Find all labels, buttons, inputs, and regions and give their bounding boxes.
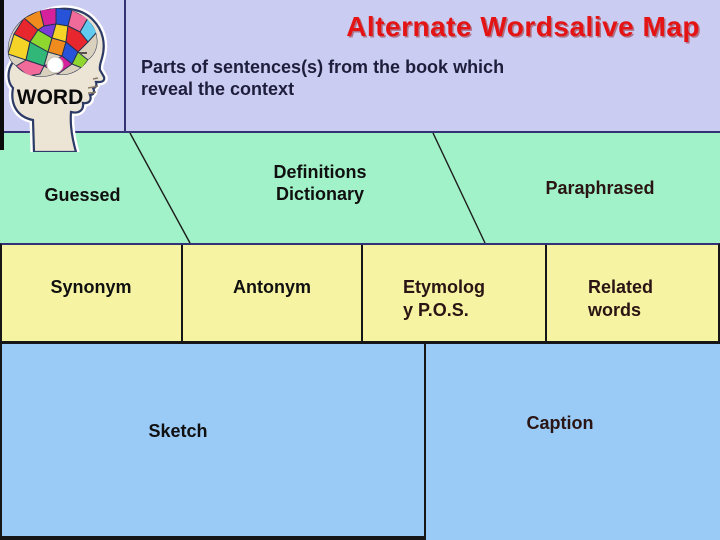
slide-title: Alternate Wordsalive Map — [346, 11, 700, 42]
definitions-line-2: Dictionary — [275, 184, 365, 204]
subtitle: Parts of sentences(s) from the book whic… — [141, 56, 504, 100]
header-divider-line — [124, 0, 126, 133]
blue-bottom-border — [0, 536, 426, 540]
brain-dot — [46, 56, 64, 74]
nostril-mark — [92, 77, 99, 80]
cell-related-words: Related words — [588, 276, 698, 322]
yellow-divider-1 — [181, 245, 183, 341]
etymology-line-1: Etymolog — [403, 277, 486, 297]
blue-band — [0, 341, 720, 540]
lips-mark — [87, 85, 99, 94]
cell-antonym: Antonym — [233, 277, 311, 297]
subtitle-line-2: reveal the context — [141, 79, 295, 99]
cell-definitions: Definitions Dictionary — [240, 161, 400, 205]
yellow-divider-2 — [361, 245, 363, 341]
mint-band — [0, 131, 720, 245]
left-edge-strip — [0, 0, 4, 150]
related-line-2: words — [588, 300, 642, 320]
yellow-band — [0, 243, 720, 343]
cell-etymology: Etymolog y P.O.S. — [403, 276, 523, 322]
subtitle-line-1: Parts of sentences(s) from the book whic… — [141, 57, 505, 77]
yellow-divider-3 — [545, 245, 547, 341]
brain-head-image: WORD — [0, 0, 128, 156]
cell-caption: Caption — [526, 413, 594, 433]
etymology-line-2: y P.O.S. — [403, 300, 469, 320]
head-profile-icon: WORD — [5, 5, 108, 156]
cell-paraphrased: Paraphrased — [545, 178, 655, 198]
cell-sketch: Sketch — [148, 421, 208, 441]
word-label: WORD — [17, 86, 84, 109]
header-band — [0, 0, 720, 133]
definitions-line-1: Definitions — [273, 162, 367, 182]
related-line-1: Related — [588, 277, 654, 297]
blue-divider — [424, 344, 426, 540]
cell-guessed: Guessed — [44, 185, 121, 205]
cell-synonym: Synonym — [50, 277, 132, 297]
